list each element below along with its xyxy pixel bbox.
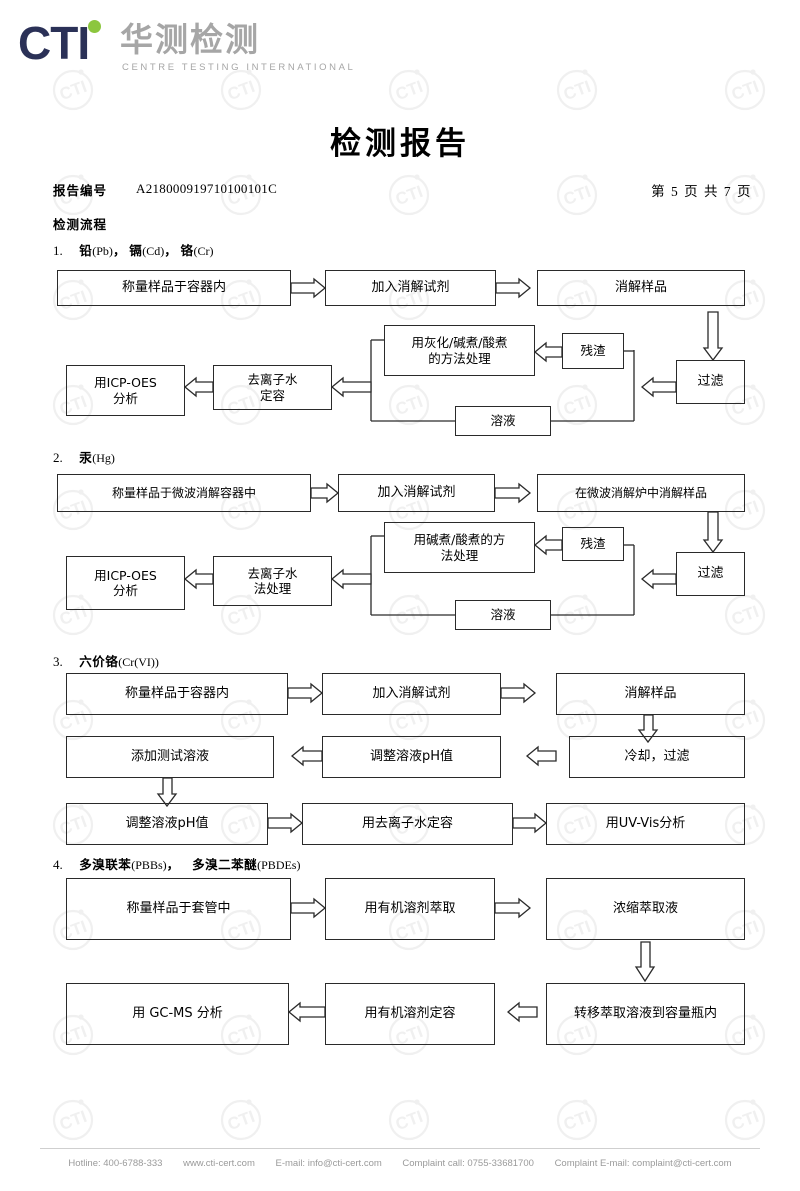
node-transfer-to-flask: 转移萃取溶液到容量瓶内 (546, 983, 745, 1045)
section-heading-4: 4. 多溴联苯(PBBs)， 多溴二苯醚(PBDEs) (53, 857, 301, 872)
report-number-value: A218000919710100101C (136, 181, 278, 196)
node-digest-sample: 消解样品 (556, 673, 745, 715)
footer-website[interactable]: www.cti-cert.com (183, 1158, 255, 1169)
flow-section-heading: 检测流程 (53, 217, 108, 232)
section-number: 2. (53, 450, 63, 465)
node-concentrate-extract: 浓缩萃取液 (546, 878, 745, 940)
section-number: 3. (53, 654, 63, 669)
node-solvent-extract: 用有机溶剂萃取 (325, 878, 495, 940)
page-title: 检测报告 (330, 126, 470, 162)
node-deionized-water: 去离子水 法处理 (213, 556, 332, 606)
node-weigh-sample: 称量样品于容器内 (66, 673, 288, 715)
footer-hotline: Hotline: 400-6788-333 (68, 1158, 163, 1169)
node-weigh-sample-tube: 称量样品于套管中 (66, 878, 291, 940)
node-filter: 过滤 (676, 552, 745, 596)
node-cool-filter: 冷却，过滤 (569, 736, 745, 778)
footer-email[interactable]: E-mail: info@cti-cert.com (275, 1158, 382, 1169)
node-deionized-water: 去离子水 定容 (213, 365, 332, 410)
section-number: 1. (53, 243, 63, 258)
cti-logo-chinese: 华测检测 (120, 20, 260, 59)
page-indicator: 第 5 页 共 7 页 (651, 184, 752, 199)
section-number: 4. (53, 857, 63, 872)
section-heading-1: 1. 铅(Pb)， 镉(Cd)， 铬(Cr) (53, 243, 214, 258)
node-add-test-solution: 添加测试溶液 (66, 736, 274, 778)
section-heading-3: 3. 六价铬(Cr(VI)) (53, 654, 159, 669)
footer-divider (40, 1148, 760, 1149)
footer-complaint-call: Complaint call: 0755-33681700 (402, 1158, 534, 1169)
node-solution: 溶液 (455, 600, 551, 630)
document-footer: Hotline: 400-6788-333 www.cti-cert.com E… (0, 1158, 800, 1169)
node-filter: 过滤 (676, 360, 745, 404)
cti-logo-english: CENTRE TESTING INTERNATIONAL (122, 62, 356, 73)
node-residue: 残渣 (562, 333, 624, 369)
document-header: CTI 华测检测 CENTRE TESTING INTERNATIONAL (0, 0, 800, 92)
cti-logo-dot-icon (88, 20, 101, 33)
node-icp-oes-analysis: 用ICP-OES 分析 (66, 556, 185, 610)
node-gc-ms-analysis: 用 GC-MS 分析 (66, 983, 289, 1045)
node-treat-method: 用灰化/碱煮/酸煮 的方法处理 (384, 325, 535, 376)
report-number-label: 报告编号 (53, 183, 108, 198)
node-solvent-volume: 用有机溶剂定容 (325, 983, 495, 1045)
section-heading-2: 2. 汞(Hg) (53, 450, 115, 465)
node-treat-method: 用碱煮/酸煮的方 法处理 (384, 522, 535, 573)
cti-logo-text: CTI (18, 17, 90, 69)
footer-complaint-email[interactable]: Complaint E-mail: complaint@cti-cert.com (554, 1158, 732, 1169)
node-solution: 溶液 (455, 406, 551, 436)
